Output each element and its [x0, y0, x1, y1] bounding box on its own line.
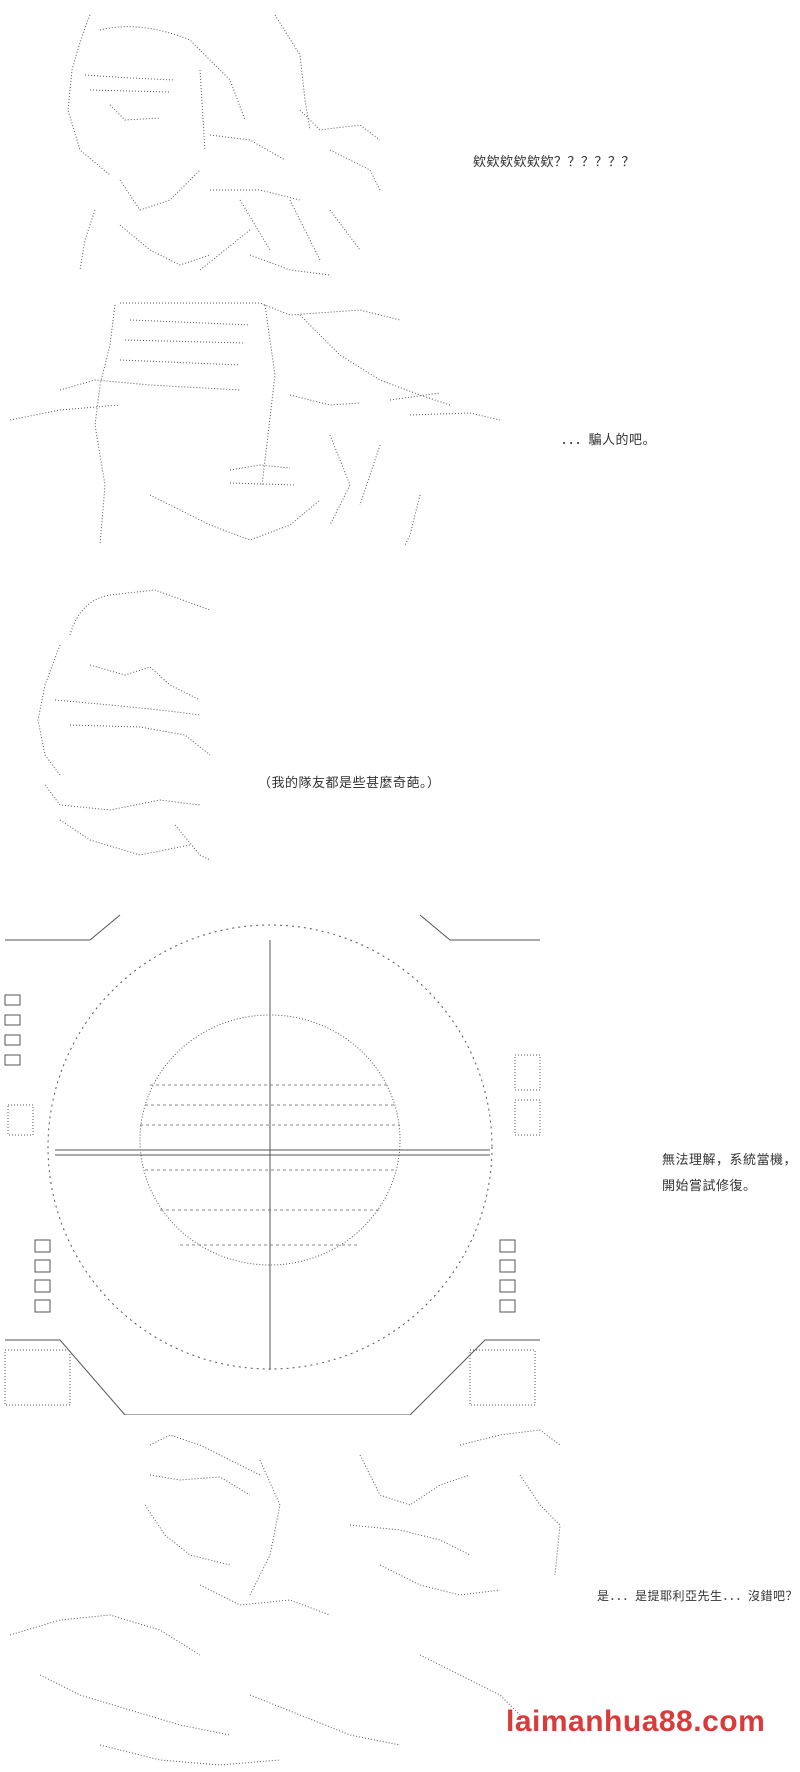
- panel-4-caption-line2: 開始嘗試修復。: [662, 1179, 757, 1194]
- panel-3: （我的隊友都是些甚麼奇葩。）: [0, 555, 800, 870]
- panel-2-caption: ．．．騙人的吧。: [561, 433, 657, 448]
- panel-5-caption: 是．．．是提耶利亞先生．．．沒錯吧？: [597, 1589, 799, 1603]
- panel-3-caption: （我的隊友都是些甚麼奇葩。）: [258, 776, 441, 791]
- panel-4: 無法理解，系統當機， 開始嘗試修復。: [0, 870, 800, 1415]
- panel-2-ascii-art-figure: [9, 302, 501, 546]
- panel-1: 欸欸欸欸欸欸？？？？？？: [0, 0, 800, 285]
- panel-1-ascii-art-figure: [67, 14, 381, 276]
- panel-4-caption-line1: 無法理解，系統當機，: [662, 1153, 798, 1168]
- site-watermark: laimanhua88.com: [506, 1705, 766, 1738]
- panel-5-ascii-art-crowd: [9, 1429, 561, 1766]
- panel-3-ascii-art-figure: [37, 589, 211, 861]
- panel-1-caption: 欸欸欸欸欸欸？？？？？？: [473, 155, 636, 170]
- panel-5: 是．．．是提耶利亞先生．．．沒錯吧？ laimanhua88.com: [0, 1415, 800, 1772]
- panel-2: ．．．騙人的吧。: [0, 285, 800, 555]
- panel-4-targeting-scope: [4, 914, 541, 1415]
